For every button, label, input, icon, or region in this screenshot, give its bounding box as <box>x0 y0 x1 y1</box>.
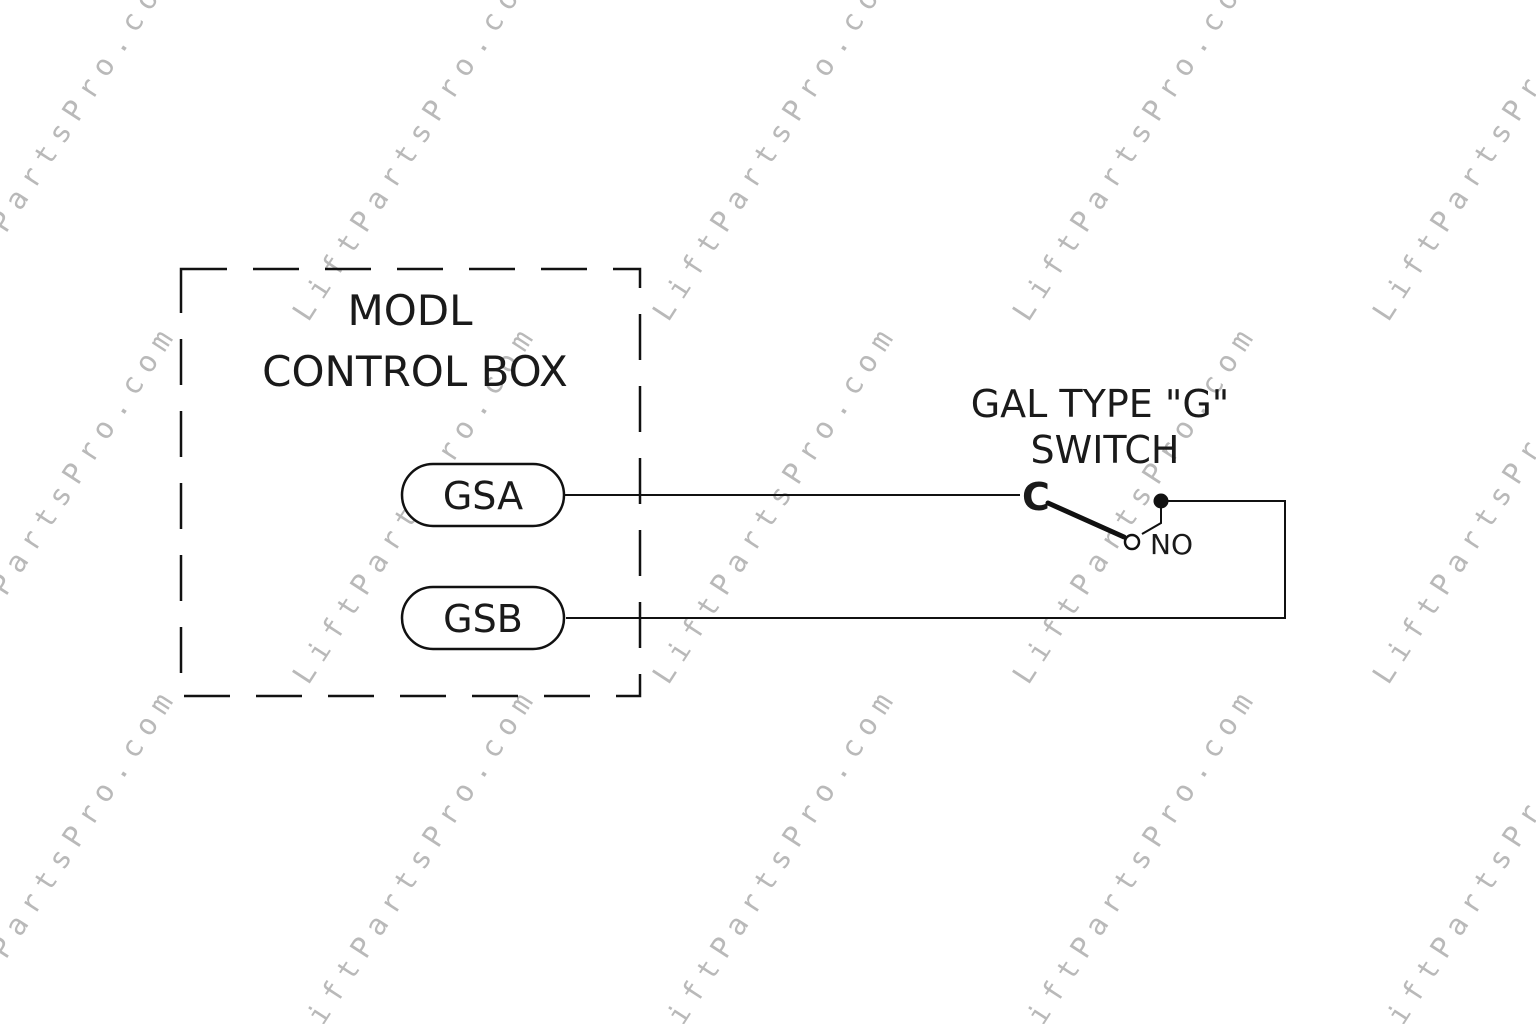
no-contact-lead <box>1141 505 1162 535</box>
switch-arm <box>1045 500 1127 540</box>
switch-title-line2: SWITCH <box>1031 428 1180 472</box>
switch-title-line1: GAL TYPE "G" <box>971 382 1230 426</box>
terminal-gsb-label: GSB <box>443 597 523 641</box>
switch-no-label: NO <box>1150 528 1193 561</box>
switch-common-label: C <box>1022 475 1050 519</box>
no-contact-circle <box>1123 533 1141 551</box>
control-box-outline <box>179 267 642 698</box>
terminal-gsa-pill <box>400 462 566 528</box>
wire-no-to-gsb <box>566 500 1286 619</box>
control-box-title-line1: MODL <box>347 286 473 335</box>
control-box-title-line2: CONTROL BOX <box>262 347 568 396</box>
wire-junction-dot <box>1153 493 1169 509</box>
terminal-gsb-pill <box>400 585 566 651</box>
terminal-gsa-label: GSA <box>443 474 523 518</box>
